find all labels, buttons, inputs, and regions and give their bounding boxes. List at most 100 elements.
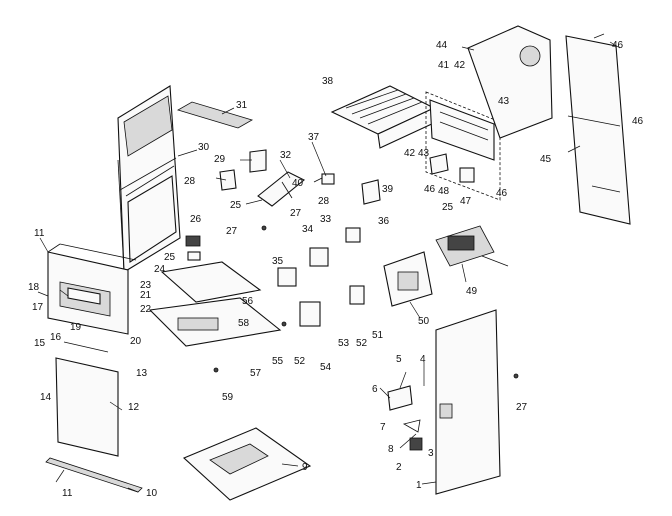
callout-label-10: 10: [146, 488, 158, 499]
callout-label-25-left: 25: [164, 252, 176, 263]
callout-label-34: 34: [302, 224, 314, 235]
callout-label-22: 22: [140, 304, 152, 315]
callout-label-46-right: 46: [632, 116, 644, 127]
callout-label-45: 45: [540, 154, 552, 165]
callout-label-7: 7: [380, 422, 386, 433]
callout-label-46-top: 46: [612, 40, 624, 51]
callout-label-43-top: 43: [498, 96, 510, 107]
callout-label-12: 12: [128, 402, 140, 413]
bracket-36: [361, 179, 381, 205]
part-51: [349, 285, 365, 305]
callout-label-41: 41: [438, 60, 450, 71]
right-side-panel: [565, 35, 631, 225]
callout-label-2: 2: [396, 462, 402, 473]
plate-5: [387, 385, 413, 411]
callout-label-54: 54: [320, 362, 332, 373]
callout-label-8: 8: [388, 444, 394, 455]
callout-label-49: 49: [466, 286, 478, 297]
callout-label-32: 32: [280, 150, 292, 161]
callout-label-43-mid: 43: [418, 148, 430, 159]
callout-label-21: 21: [140, 290, 152, 301]
callout-label-13: 13: [136, 368, 148, 379]
callout-label-52-mid: 52: [356, 338, 368, 349]
handle-16: [63, 341, 109, 353]
callout-label-1: 1: [416, 480, 422, 491]
callout-label-26: 26: [190, 214, 202, 225]
callout-label-38: 38: [322, 76, 334, 87]
callout-label-27-left: 27: [226, 226, 238, 237]
callout-label-23: 23: [140, 280, 152, 291]
leader-lines: [37, 33, 621, 493]
callout-label-28-left: 28: [184, 176, 196, 187]
part-7: [402, 419, 421, 433]
callout-label-18: 18: [28, 282, 40, 293]
callout-label-42-mid: 42: [404, 148, 416, 159]
callout-label-57: 57: [250, 368, 262, 379]
filter-pad-mesh: [209, 443, 269, 475]
callout-label-53: 53: [338, 338, 350, 349]
switch-33: [345, 227, 361, 243]
panel-latch: [439, 403, 453, 419]
callout-label-27-right: 27: [516, 402, 528, 413]
screw-27a: [261, 225, 267, 231]
callout-label-39: 39: [382, 184, 394, 195]
callout-label-56: 56: [242, 296, 254, 307]
callout-label-46-mid: 46: [424, 184, 436, 195]
callout-label-11-top: 11: [34, 228, 45, 239]
top-strip: [176, 101, 254, 129]
screw-55: [281, 321, 287, 327]
bottom-bar: [45, 457, 143, 493]
callout-label-17: 17: [32, 302, 44, 313]
switch-34: [309, 247, 329, 267]
left-side-panel: [117, 85, 181, 273]
callout-label-5: 5: [396, 354, 402, 365]
screw-59: [213, 367, 219, 373]
part-48: [429, 153, 449, 175]
callout-label-28-right: 28: [318, 196, 330, 207]
component-25: [187, 251, 201, 261]
callout-label-29: 29: [214, 154, 226, 165]
callout-label-6: 6: [372, 384, 378, 395]
callout-labels: 1 2 3 4 5 6 7 8 9 10 11 11 12 13 14 15 1…: [28, 40, 644, 499]
callout-label-36: 36: [378, 216, 390, 227]
lower-door: [55, 357, 119, 457]
part-8: [399, 433, 417, 449]
callout-label-3: 3: [428, 448, 434, 459]
callout-label-44: 44: [436, 40, 448, 51]
callout-label-52-left: 52: [294, 356, 306, 367]
access-panel: [435, 309, 501, 495]
callout-label-51: 51: [372, 330, 384, 341]
callout-label-30: 30: [198, 142, 210, 153]
component-26: [185, 235, 201, 247]
bracket-28-left: [219, 169, 237, 191]
callout-label-48: 48: [438, 186, 450, 197]
front-panel: [47, 243, 137, 335]
callout-label-35: 35: [272, 256, 284, 267]
callout-label-33: 33: [320, 214, 332, 225]
callout-label-58: 58: [238, 318, 250, 329]
callout-label-31: 31: [236, 100, 248, 111]
bracket-29: [249, 149, 267, 173]
switch-35: [277, 267, 297, 287]
callout-label-27-mid: 27: [290, 208, 302, 219]
callout-label-37: 37: [308, 132, 320, 143]
callout-label-47: 47: [460, 196, 472, 207]
part-40: [313, 177, 323, 183]
callout-label-46-box: 46: [496, 188, 508, 199]
callout-label-4: 4: [420, 354, 426, 365]
callout-label-25-right: 25: [442, 202, 454, 213]
mounting-plate: [160, 261, 262, 303]
callout-label-19: 19: [70, 322, 82, 333]
callout-label-14: 14: [40, 392, 52, 403]
part-47: [459, 167, 475, 183]
callout-label-25-mid: 25: [230, 200, 242, 211]
callout-label-42-top: 42: [454, 60, 466, 71]
callout-label-59: 59: [222, 392, 234, 403]
baffle-plate: [257, 171, 306, 207]
callout-label-20: 20: [130, 336, 142, 347]
callout-label-15: 15: [34, 338, 46, 349]
part-2: [409, 437, 423, 451]
callout-label-55: 55: [272, 356, 284, 367]
callout-label-16: 16: [50, 332, 62, 343]
